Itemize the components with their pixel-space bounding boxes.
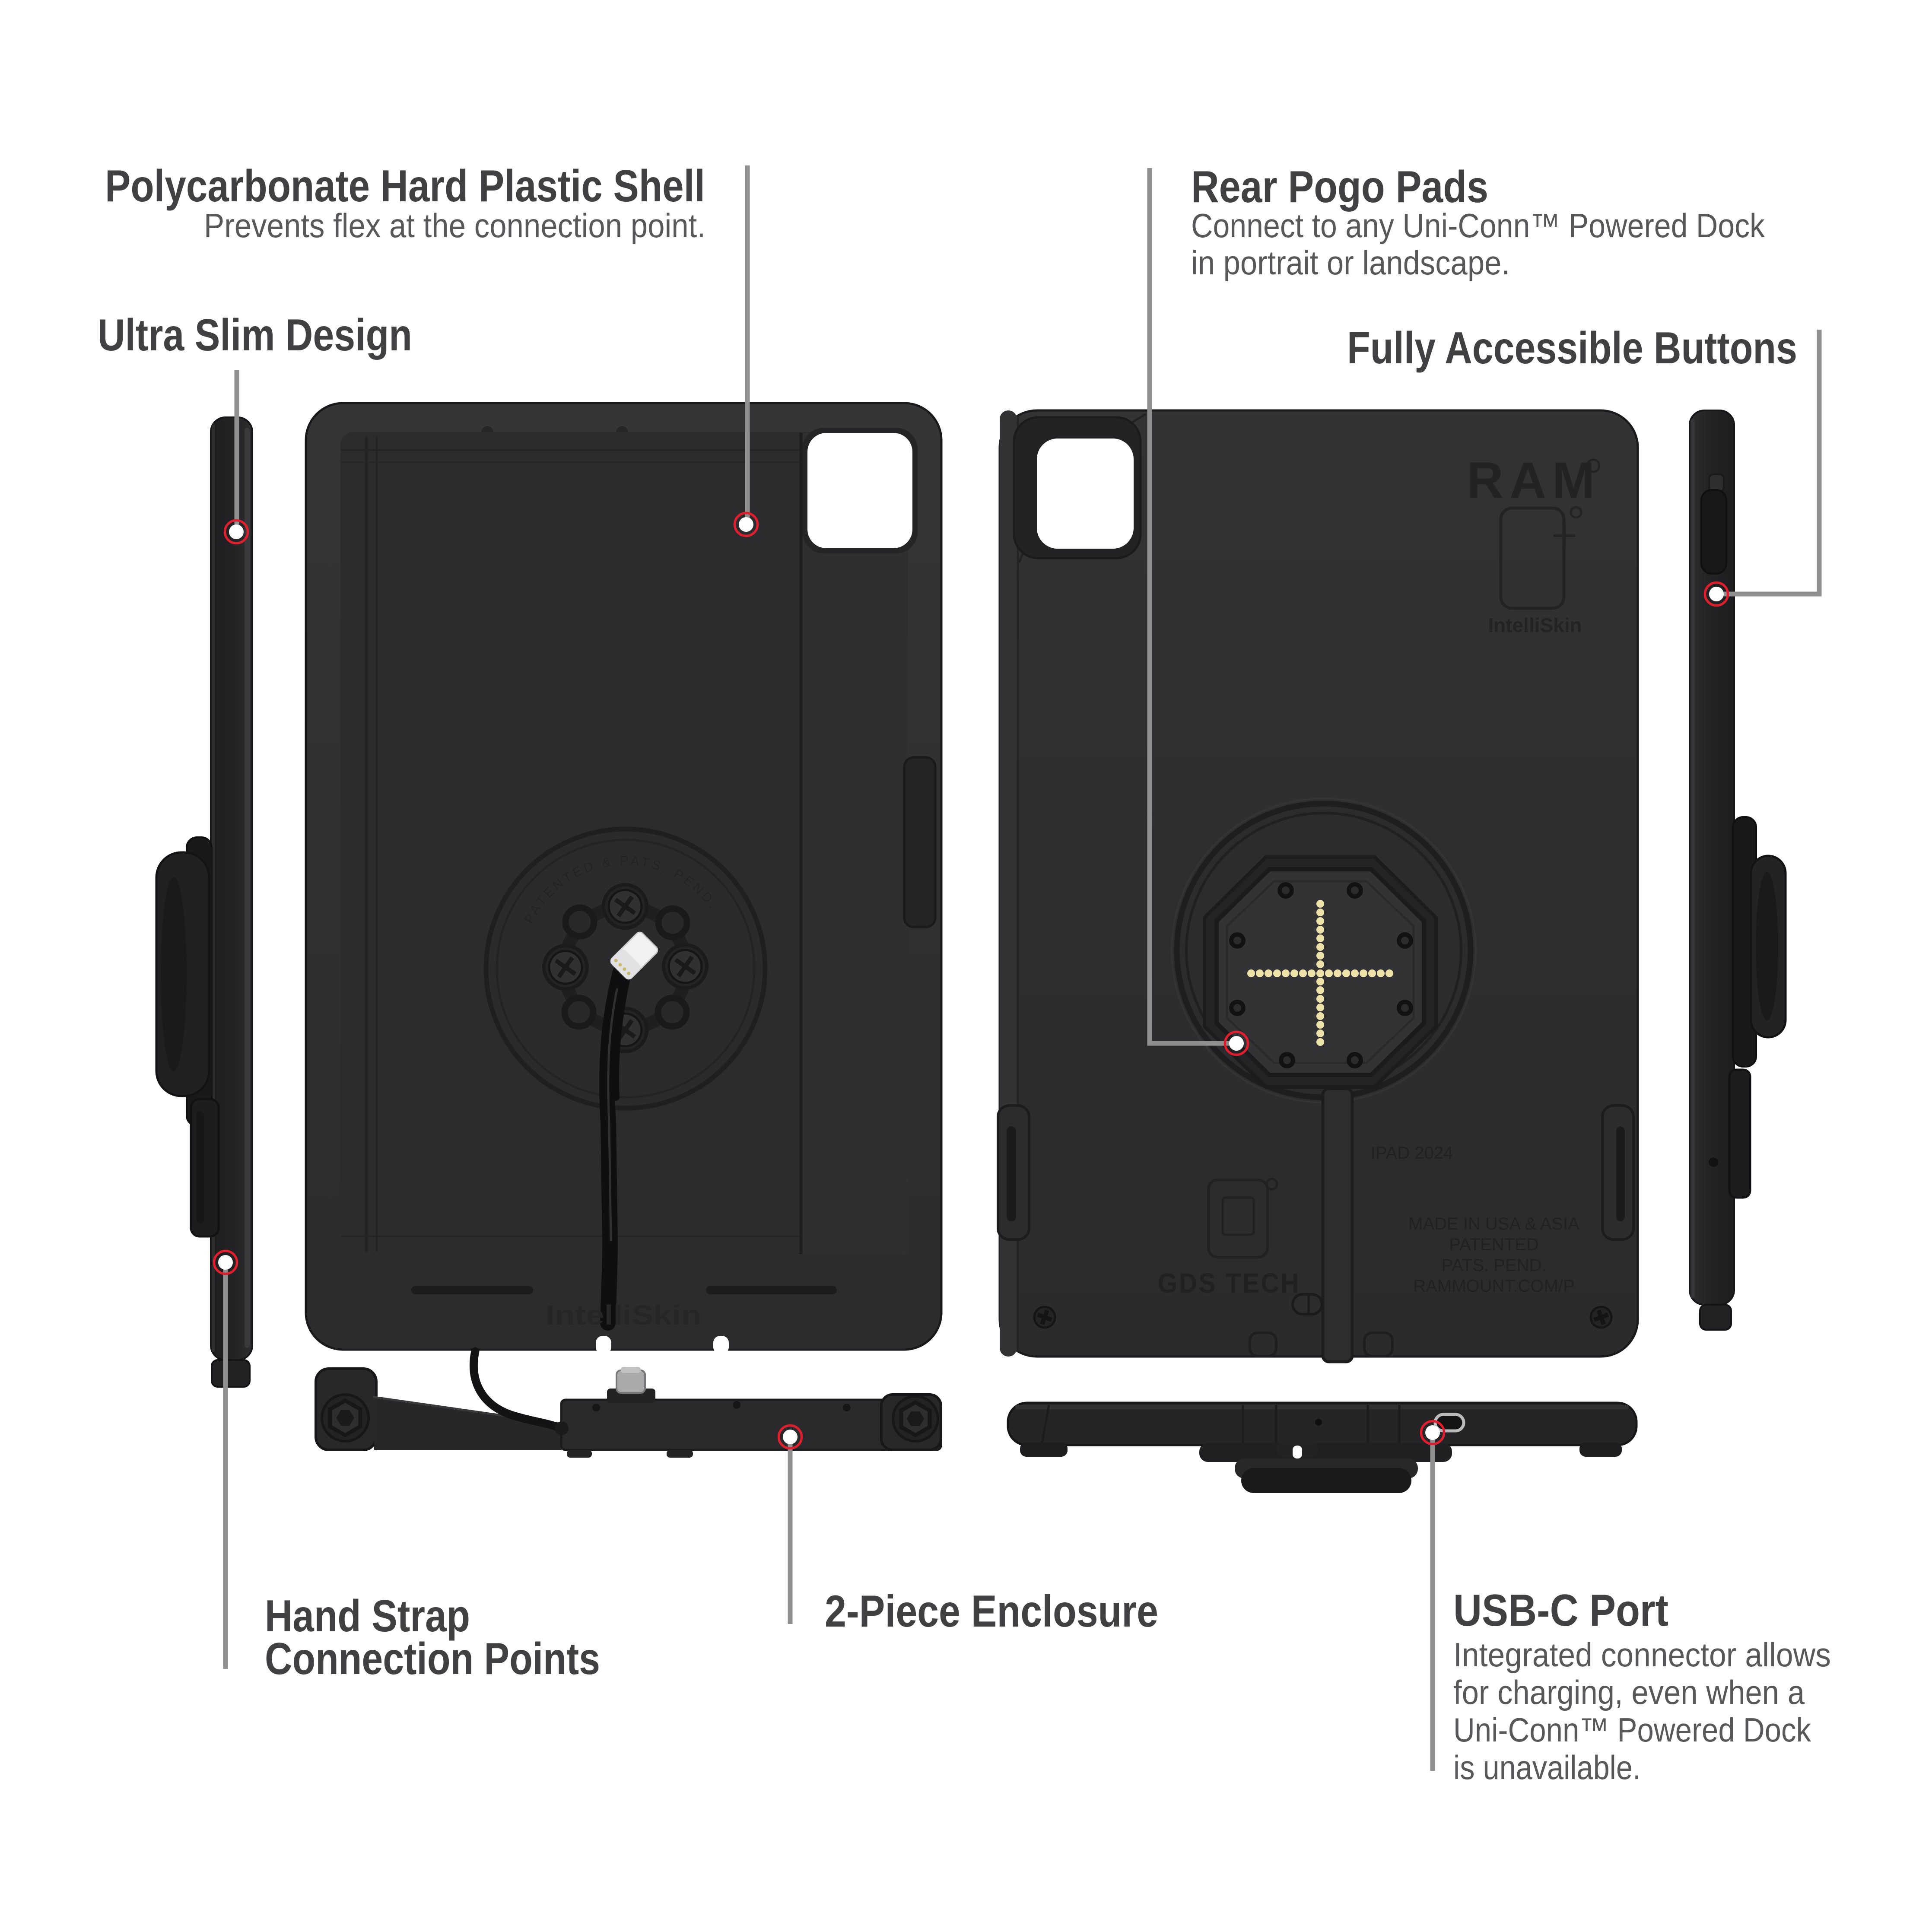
svg-text:Hand Strap: Hand Strap (265, 1591, 470, 1641)
svg-text:RAM: RAM (1467, 452, 1601, 509)
svg-text:2-Piece Enclosure: 2-Piece Enclosure (825, 1586, 1158, 1636)
svg-text:Fully Accessible Buttons: Fully Accessible Buttons (1347, 323, 1797, 373)
svg-text:RAMMOUNT.COM/P: RAMMOUNT.COM/P (1413, 1277, 1574, 1296)
svg-text:MADE IN USA & ASIA: MADE IN USA & ASIA (1408, 1214, 1579, 1233)
svg-text:Polycarbonate Hard Plastic She: Polycarbonate Hard Plastic Shell (105, 161, 705, 211)
svg-text:Prevents flex at the connectio: Prevents flex at the connection point. (204, 207, 705, 245)
svg-text:Rear Pogo Pads: Rear Pogo Pads (1191, 162, 1488, 212)
svg-text:is unavailable.: is unavailable. (1453, 1748, 1641, 1786)
svg-text:PATS. PEND.: PATS. PEND. (1441, 1256, 1546, 1275)
svg-text:Ultra Slim Design: Ultra Slim Design (98, 310, 412, 360)
svg-text:Integrated connector allows: Integrated connector allows (1453, 1636, 1831, 1674)
svg-text:IntelliSkin: IntelliSkin (546, 1300, 701, 1331)
svg-text:IntelliSkin: IntelliSkin (1488, 614, 1582, 636)
svg-text:Uni-Conn™ Powered Dock: Uni-Conn™ Powered Dock (1453, 1711, 1811, 1749)
svg-text:in portrait or landscape.: in portrait or landscape. (1191, 244, 1510, 282)
svg-text:GDS TECH: GDS TECH (1158, 1268, 1300, 1299)
svg-text:for charging, even when a: for charging, even when a (1453, 1673, 1805, 1711)
svg-text:Connection Points: Connection Points (265, 1634, 600, 1684)
svg-text:USB-C Port: USB-C Port (1453, 1586, 1668, 1636)
svg-text:PATENTED: PATENTED (1449, 1235, 1538, 1254)
svg-text:IPAD 2024: IPAD 2024 (1371, 1144, 1453, 1163)
svg-text:Connect to any Uni-Conn™ Power: Connect to any Uni-Conn™ Powered Dock (1191, 207, 1765, 245)
